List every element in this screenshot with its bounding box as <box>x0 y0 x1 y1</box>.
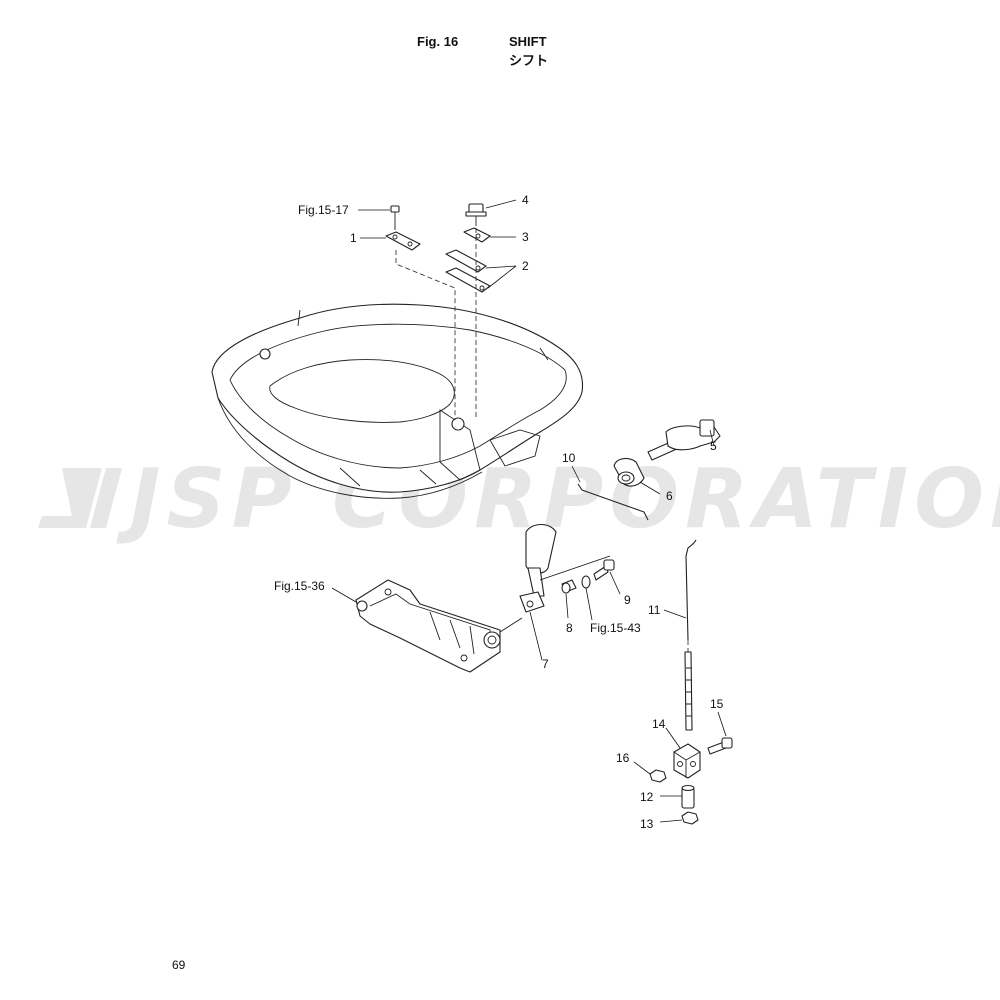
lever-guide-line <box>539 555 611 581</box>
figure-title-ja: シフト <box>509 53 549 68</box>
part-4-bolt <box>465 203 487 226</box>
ref-fig15-36-label: Fig.15-36 <box>274 579 325 593</box>
part-13-label: 13 <box>640 817 654 831</box>
part-10-rod <box>577 483 649 521</box>
bracket-guide-line <box>499 617 523 633</box>
part-3-label: 3 <box>522 230 529 244</box>
part-12-label: 12 <box>640 790 654 804</box>
ref-fig15-43-label: Fig.15-43 <box>590 621 641 635</box>
part-16-nut <box>649 769 667 783</box>
part-14-label: 14 <box>652 717 666 731</box>
part-12-sleeve <box>681 784 695 809</box>
part-2-clips <box>445 249 491 293</box>
part-15-screw <box>707 737 733 755</box>
part-8-label: 8 <box>566 621 573 635</box>
screw-fig15-17 <box>390 205 400 230</box>
lower-cowling <box>211 303 584 499</box>
part-9-label: 9 <box>624 593 631 607</box>
watermark-text: JSP CORPORATION <box>116 452 1000 547</box>
part-4-label: 4 <box>522 193 529 207</box>
part-7-label: 7 <box>542 657 549 671</box>
watermark-logo: JSP CORPORATION <box>38 452 1000 547</box>
part-8-spacer <box>561 579 577 594</box>
leader-lines <box>331 199 727 823</box>
part-3-bracket <box>463 227 491 243</box>
part-1-label: 1 <box>350 231 357 245</box>
part-11-label: 11 <box>648 603 661 617</box>
part-6-label: 6 <box>666 489 673 503</box>
part-9-bolt <box>593 559 615 581</box>
part-1-plate <box>385 231 421 251</box>
part-6-collar <box>613 457 645 487</box>
part-14-joint-block <box>673 743 701 779</box>
part-10-label: 10 <box>562 451 576 465</box>
shift-bracket-assembly <box>355 579 501 673</box>
watermark-mark-icon <box>38 468 122 528</box>
figure-number: Fig. 16 <box>417 34 459 49</box>
part-13-nut <box>681 811 699 825</box>
part-16-label: 16 <box>616 751 630 765</box>
part-15-label: 15 <box>710 697 724 711</box>
figure-title-en: SHIFT <box>509 34 547 49</box>
part-11-shift-rod <box>684 539 697 731</box>
page-number: 69 <box>172 958 186 972</box>
part-2-label: 2 <box>522 259 529 273</box>
washer-fig15-43 <box>581 575 591 589</box>
part-5-shift-switch <box>647 419 721 461</box>
part-7-shift-lever <box>519 523 557 613</box>
ref-fig15-17-label: Fig.15-17 <box>298 203 349 217</box>
part-5-label: 5 <box>710 439 717 453</box>
